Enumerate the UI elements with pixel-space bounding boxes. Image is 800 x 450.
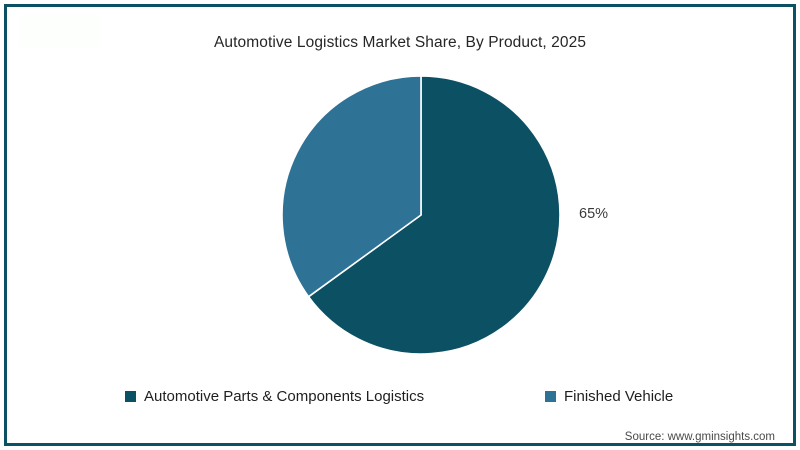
pie-value-label-primary: 65%	[579, 206, 609, 222]
chart-legend: Automotive Parts & Components Logistics …	[7, 389, 793, 411]
pie-slice[interactable]	[307, 75, 561, 355]
legend-item-finished-vehicle[interactable]: Finished Vehicle	[545, 389, 673, 404]
legend-item-label: Automotive Parts & Components Logistics	[144, 388, 425, 405]
pie-chart	[275, 69, 567, 361]
legend-item-automotive-parts[interactable]: Automotive Parts & Components Logistics	[125, 389, 424, 404]
source-attribution: Source: www.gminsights.com	[624, 431, 775, 443]
pie-slice-group	[281, 75, 561, 355]
legend-swatch-icon	[125, 391, 136, 402]
pie-chart-svg	[281, 75, 561, 355]
legend-item-label: Finished Vehicle	[564, 388, 674, 405]
legend-swatch-icon	[545, 391, 556, 402]
chart-card: Automotive Logistics Market Share, By Pr…	[4, 4, 796, 446]
pie-slice[interactable]	[281, 75, 422, 298]
page-title: Automotive Logistics Market Share, By Pr…	[213, 34, 587, 51]
watermark	[19, 15, 99, 47]
